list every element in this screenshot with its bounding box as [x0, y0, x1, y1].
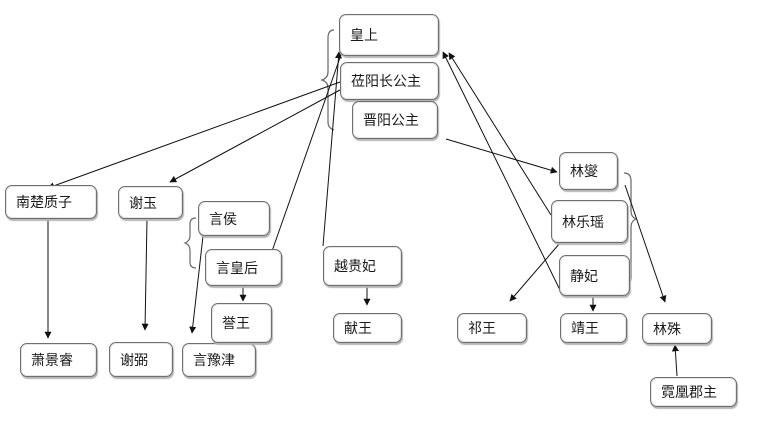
node-nihuang[interactable]: 霓凰郡主 — [650, 377, 737, 407]
node-linxie[interactable]: 林燮 — [559, 152, 618, 190]
node-yanhou[interactable]: 言侯 — [198, 201, 270, 236]
node-label: 祁王 — [468, 321, 496, 337]
edge-yanhuanghou-to-huangshang — [270, 31, 351, 255]
node-label: 萧景睿 — [31, 353, 73, 369]
node-label: 谢玉 — [129, 195, 157, 212]
node-label: 晋阳公主 — [363, 113, 419, 129]
node-jingfei[interactable]: 静妃 — [559, 255, 630, 296]
brace-lin-family-group — [623, 172, 638, 286]
node-jinyang[interactable]: 晋阳公主 — [352, 101, 438, 139]
node-yanhuanghou[interactable]: 言皇后 — [205, 249, 282, 286]
edge-yuegui-to-huangshang — [322, 51, 342, 247]
node-liyang[interactable]: 莅阳长公主 — [340, 62, 439, 100]
node-nanchu[interactable]: 南楚质子 — [5, 185, 97, 219]
node-label: 誉王 — [222, 316, 250, 332]
brace-sisters-group — [320, 29, 335, 131]
node-label: 言皇后 — [216, 260, 258, 277]
node-label: 静妃 — [570, 268, 598, 285]
node-xiaojingrui[interactable]: 萧景睿 — [20, 343, 97, 377]
edge-liyang-to-xieyu — [169, 89, 341, 183]
edge-jinyang-to-linxie — [445, 138, 558, 174]
node-qiwang[interactable]: 祁王 — [457, 313, 527, 343]
edge-linleyao-to-huangshang — [448, 52, 552, 216]
node-label: 越贵妃 — [334, 259, 376, 275]
brace-yan-siblings-group — [183, 217, 197, 269]
node-label: 林燮 — [570, 164, 598, 180]
node-label: 靖王 — [571, 321, 599, 337]
edge-nihuang-to-linshu — [671, 344, 679, 377]
node-yanyujin[interactable]: 言豫津 — [182, 343, 256, 377]
edge-jingfei-to-huangshang — [442, 51, 561, 291]
node-label: 皇上 — [350, 28, 378, 44]
edge-linxie-to-linshu — [624, 184, 667, 303]
node-yuegui[interactable]: 越贵妃 — [323, 246, 402, 286]
edge-liyang-to-nanchu — [47, 81, 341, 190]
node-jingwang[interactable]: 靖王 — [560, 313, 627, 343]
node-label: 献王 — [344, 321, 372, 337]
node-label: 林乐瑶 — [562, 214, 604, 231]
node-label: 林殊 — [653, 321, 681, 338]
node-label: 南楚质子 — [16, 195, 72, 211]
node-xianwang[interactable]: 献王 — [333, 313, 402, 343]
node-huangshang[interactable]: 皇上 — [339, 14, 439, 56]
node-label: 言豫津 — [193, 353, 235, 369]
edge-yanhou-to-yanyujin — [189, 235, 204, 334]
edge-xieyu-to-xiebi — [141, 218, 149, 331]
node-xieyu[interactable]: 谢玉 — [118, 186, 183, 219]
node-yuwang[interactable]: 誉王 — [211, 303, 272, 343]
node-linshu[interactable]: 林殊 — [642, 313, 712, 344]
node-label: 谢弼 — [120, 352, 148, 369]
edge-linleyao-to-qiwang — [509, 242, 561, 302]
node-xiebi[interactable]: 谢弼 — [109, 342, 173, 377]
node-label: 言侯 — [209, 211, 237, 228]
node-label: 霓凰郡主 — [661, 385, 717, 401]
node-linleyao[interactable]: 林乐瑶 — [551, 200, 628, 243]
node-label: 莅阳长公主 — [351, 74, 421, 90]
